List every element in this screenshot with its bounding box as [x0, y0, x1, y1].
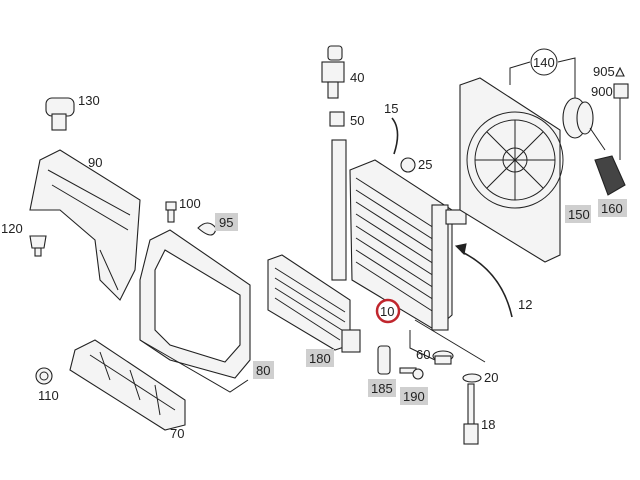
leader-lines	[409, 319, 486, 363]
part-150-fan-shroud[interactable]	[459, 77, 564, 263]
label-10-selected[interactable]: 10	[380, 304, 394, 319]
part-95-clip[interactable]	[197, 222, 217, 236]
label-40[interactable]: 40	[350, 70, 364, 85]
label-100[interactable]: 100	[179, 196, 201, 211]
part-185-connector[interactable]	[377, 345, 391, 375]
part-130-cap[interactable]	[45, 97, 75, 131]
callout-circle-140	[530, 48, 558, 76]
part-70-lower-shroud[interactable]	[69, 339, 186, 431]
selected-circle-10	[375, 298, 401, 324]
part-90-air-duct-left[interactable]	[29, 149, 141, 301]
label-120[interactable]: 120	[1, 221, 23, 236]
part-190-screw[interactable]	[399, 367, 424, 380]
highlight-180	[306, 349, 334, 367]
highlight-190	[400, 387, 428, 405]
part-140-fan-motor[interactable]	[562, 97, 606, 151]
part-18-sensor[interactable]	[463, 383, 479, 445]
highlight-185	[368, 379, 396, 397]
label-50[interactable]: 50	[350, 113, 364, 128]
label-18[interactable]: 18	[481, 417, 495, 432]
part-180-condenser[interactable]	[267, 254, 361, 353]
label-70[interactable]: 70	[170, 426, 184, 441]
part-900-connector[interactable]	[613, 83, 629, 160]
part-100-bolt[interactable]	[165, 201, 177, 223]
label-95[interactable]: 95	[219, 215, 233, 230]
highlight-150	[565, 205, 591, 223]
part-20-cap[interactable]	[462, 373, 482, 383]
highlight-160	[598, 199, 627, 217]
label-150[interactable]: 150	[568, 207, 590, 222]
label-15[interactable]: 15	[384, 101, 398, 116]
leader-140	[509, 57, 576, 100]
label-160[interactable]: 160	[601, 201, 623, 216]
part-50-block[interactable]	[329, 111, 345, 127]
label-190[interactable]: 190	[403, 389, 425, 404]
label-12[interactable]: 12	[518, 297, 532, 312]
highlight-95	[215, 213, 238, 231]
part-120-push-clip[interactable]	[29, 235, 47, 257]
label-25[interactable]: 25	[418, 157, 432, 172]
label-900[interactable]: 900	[591, 84, 613, 99]
part-10-radiator[interactable]	[331, 139, 467, 331]
part-12-hose[interactable]	[454, 243, 513, 318]
part-160-resistor[interactable]	[594, 155, 626, 196]
label-20[interactable]: 20	[484, 370, 498, 385]
part-110-clamp[interactable]	[35, 367, 53, 385]
label-180[interactable]: 180	[309, 351, 331, 366]
label-905[interactable]: 905	[593, 64, 615, 79]
label-140[interactable]: 140	[533, 55, 555, 70]
highlight-80	[253, 361, 274, 379]
label-60[interactable]: 60	[416, 347, 430, 362]
part-80-front-frame[interactable]	[139, 229, 251, 393]
label-80[interactable]: 80	[256, 363, 270, 378]
part-905-plug[interactable]	[615, 66, 625, 77]
part-25-cap[interactable]	[400, 157, 416, 173]
label-110[interactable]: 110	[38, 388, 59, 403]
label-185[interactable]: 185	[371, 381, 393, 396]
label-90[interactable]: 90	[88, 155, 102, 170]
part-60-cap[interactable]	[432, 350, 454, 365]
part-15-hose[interactable]	[391, 117, 399, 155]
part-40-valve[interactable]	[321, 45, 345, 99]
label-130[interactable]: 130	[78, 93, 100, 108]
